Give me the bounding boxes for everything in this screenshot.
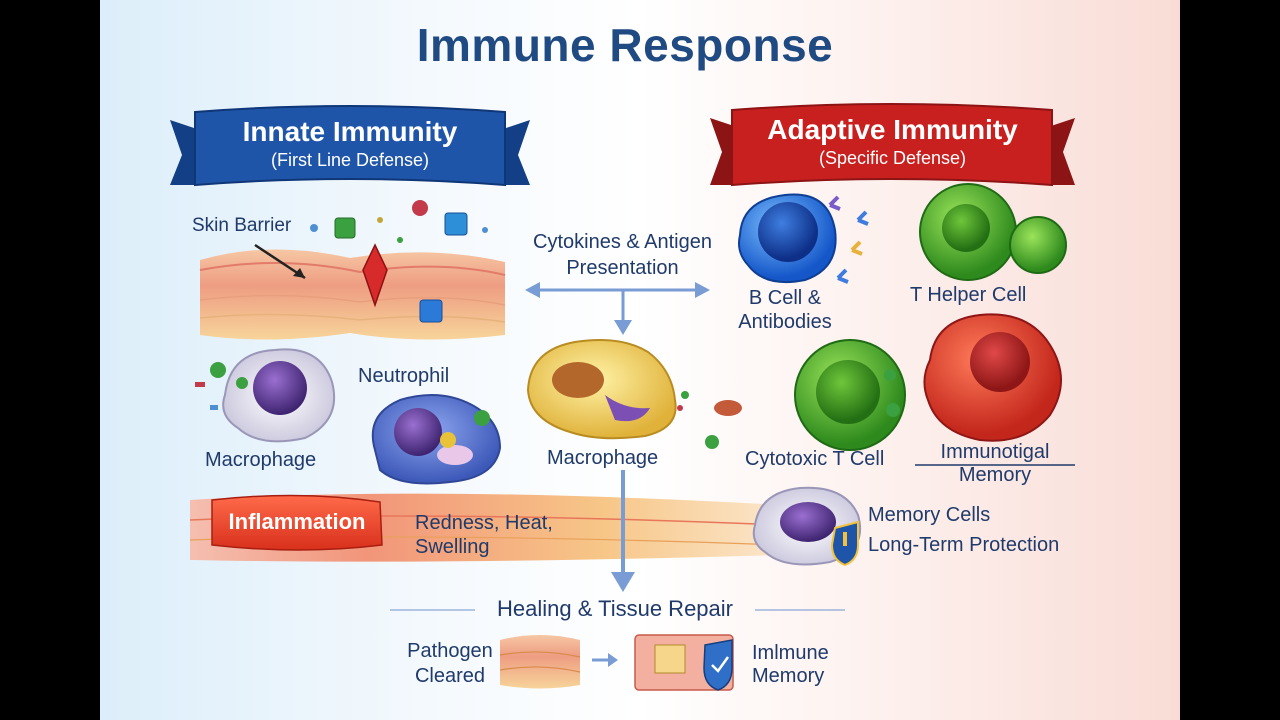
skin-barrier-label: Skin Barrier (192, 215, 292, 236)
immune-memory-label-line2: Memory (752, 665, 825, 687)
adaptive-ribbon (710, 103, 1075, 187)
cytotoxic-t-illustration (705, 339, 906, 451)
inflammation-label: Inflammation (228, 509, 366, 534)
inflammation-band (189, 493, 781, 562)
adaptive-heading: Adaptive Immunity (767, 114, 1018, 145)
immuno-memory-label-line2: Memory (958, 464, 1032, 486)
innate-subheading: (First Line Defense) (270, 150, 430, 170)
healing-label: Healing & Tissue Repair (496, 596, 733, 621)
b-cell-label-line2: Antibodies (738, 311, 832, 333)
healing-tissue-illustration (499, 634, 734, 691)
pathogen-label-line2: Cleared (414, 665, 486, 687)
flow-arrows (525, 282, 710, 592)
cytotoxic-t-label: Cytotoxic T Cell (745, 448, 885, 470)
pathogen-label-line1: Pathogen (407, 640, 493, 662)
immune-memory-label-line1: Imlmune (752, 642, 829, 664)
innate-ribbon (170, 105, 530, 187)
skin-barrier-illustration (199, 200, 506, 340)
cytokines-label-line2: Presentation (566, 257, 679, 279)
innate-heading: Innate Immunity (242, 116, 458, 147)
b-cell-illustration (738, 193, 869, 284)
t-helper-label: T Helper Cell (910, 284, 1027, 306)
long-term-protection-label: Long-Term Protection (868, 534, 1060, 556)
memory-cell-illustration (752, 486, 862, 567)
neutrophil-illustration (371, 394, 502, 485)
cytokines-label-line1: Cytokines & Antigen (533, 231, 712, 253)
macrophage-left-illustration (195, 348, 336, 443)
macrophage-left-label: Macrophage (205, 449, 317, 471)
immuno-memory-label-line1: Immunotigal (940, 441, 1050, 463)
t-helper-illustration (919, 183, 1067, 281)
neutrophil-label: Neutrophil (358, 365, 450, 387)
symptoms-label-line1: Redness, Heat, (415, 512, 553, 534)
adaptive-subheading: (Specific Defense) (818, 148, 967, 168)
page-title: Immune Response (416, 19, 834, 71)
diagram-artwork (170, 103, 1075, 691)
diagram-canvas: Immune Response Innate Immunity (First L… (100, 0, 1180, 720)
symptoms-label-line2: Swelling (415, 536, 490, 558)
memory-cells-label: Memory Cells (868, 504, 991, 526)
b-cell-label-line1: B Cell & (748, 287, 822, 309)
immunological-memory-illustration (915, 313, 1075, 466)
macrophage-center-label: Macrophage (547, 447, 659, 469)
macrophage-center-illustration (526, 339, 689, 440)
